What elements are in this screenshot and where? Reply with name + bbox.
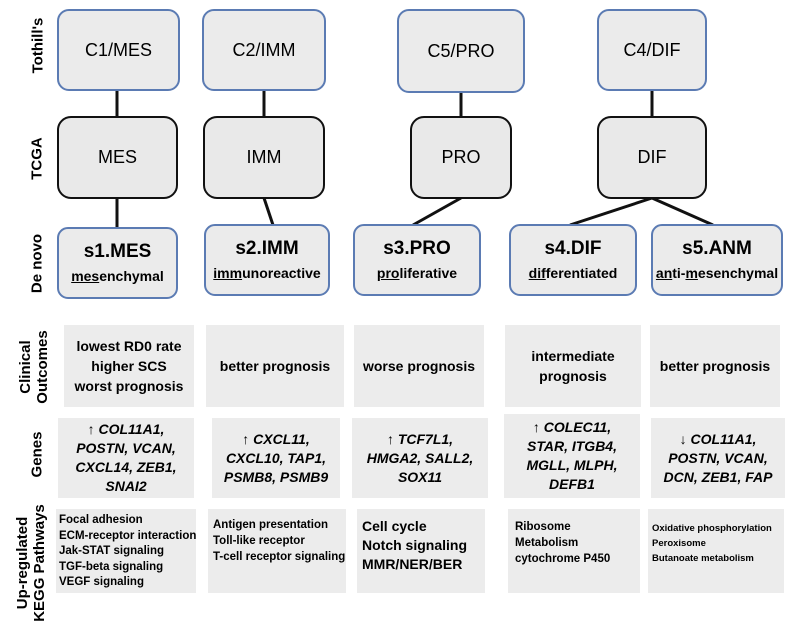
kegg-item: Antigen presentation — [213, 519, 329, 531]
kegg-item: MMR/NER/BER — [362, 556, 463, 572]
kegg-panel-s1: Focal adhesion ECM-receptor interaction … — [56, 509, 196, 593]
gene-line: ↑ COL11A1, — [87, 421, 165, 437]
kegg-item: T-cell receptor signaling — [213, 551, 346, 563]
gene-line: SOX11 — [397, 468, 443, 485]
kegg-item: Cell cycle — [362, 518, 427, 534]
outcome-panel-s5: better prognosis — [650, 325, 780, 407]
row-label-clinical: Clinical — [17, 340, 34, 394]
outcome-panel-s3: worse prognosis — [354, 325, 484, 407]
kegg-panel-s5: Oxidative phosphorylation Peroxisome But… — [648, 509, 784, 593]
kegg-item: Toll-like receptor — [213, 535, 305, 547]
gene-line: ↑ TCF7L1, — [386, 430, 454, 447]
connector-dif-s4 — [569, 196, 653, 227]
outcome-line: lowest RD0 rate — [76, 338, 182, 354]
kegg-item: ECM-receptor interaction — [59, 529, 197, 542]
connector-pro-s3 — [412, 196, 462, 227]
row-label-genes: Genes — [28, 431, 46, 478]
kegg-panel-s2: Antigen presentation Toll-like receptor … — [208, 509, 346, 593]
outcome-line: higher SCS — [91, 358, 167, 374]
outcome-panel-s2: better prognosis — [206, 325, 344, 407]
kegg-panel-s4: Ribosome Metabolism cytochrome P450 — [508, 509, 640, 593]
row-label-tcga: TCGA — [28, 137, 46, 180]
connector-imm-s2 — [262, 197, 275, 226]
kegg-item: Focal adhesion — [59, 514, 143, 526]
tothill-box-c1-mes: C1/MES — [57, 9, 180, 91]
genes-panel-s2: ↑ CXCL11, CXCL10, TAP1, PSMB8, PSMB9 — [212, 418, 340, 498]
kegg-item: Butanoate metabolism — [652, 553, 754, 564]
outcome-line: better prognosis — [659, 358, 771, 374]
denovo-code: s5.ANM — [682, 238, 752, 259]
row-label-kegg: Up-regulated KEGG Pathways — [14, 503, 50, 623]
gene-line: ↑ CXCL11, — [242, 430, 310, 447]
denovo-box-s5-anm: s5.ANM anti-mesenchymal — [651, 224, 783, 296]
genes-panel-s1: ↑ COL11A1, POSTN, VCAN, CXCL14, ZEB1, SN… — [58, 418, 194, 498]
outcome-line: prognosis — [539, 368, 607, 384]
gene-line: SNAI2 — [105, 478, 147, 494]
denovo-code: s2.IMM — [235, 238, 299, 259]
kegg-item: TGF-beta signaling — [59, 560, 164, 573]
outcome-line: worse prognosis — [362, 358, 476, 374]
gene-line: ↓ COL11A1, — [679, 430, 757, 447]
genes-panel-s3: ↑ TCF7L1, HMGA2, SALL2, SOX11 — [352, 418, 488, 498]
genes-panel-s5: ↓ COL11A1, POSTN, VCAN, DCN, ZEB1, FAP — [651, 418, 785, 498]
outcome-line: worst prognosis — [74, 378, 184, 394]
row-label-outcomes: Outcomes — [34, 330, 51, 404]
gene-line: CXCL10, TAP1, — [225, 449, 327, 466]
kegg-item: VEGF signaling — [59, 576, 144, 588]
outcome-line: intermediate — [531, 348, 615, 364]
tcga-box-imm: IMM — [203, 116, 325, 199]
tothill-box-c2-imm: C2/IMM — [202, 9, 326, 91]
gene-line: HMGA2, SALL2, — [366, 449, 474, 466]
tcga-box-dif: DIF — [597, 116, 707, 199]
gene-line: ↑ COLEC11, — [532, 419, 612, 435]
gene-line: POSTN, VCAN, — [76, 440, 176, 456]
denovo-box-s1-mes: s1.MES mesenchymal — [57, 227, 178, 299]
outcome-line: better prognosis — [219, 358, 331, 374]
gene-line: MGLL, MLPH, — [526, 457, 618, 473]
kegg-item: Metabolism — [515, 537, 579, 549]
kegg-item: Peroxisome — [652, 538, 706, 549]
gene-line: POSTN, VCAN, — [668, 449, 768, 466]
row-label-denovo: De novo — [28, 233, 46, 294]
kegg-item: Notch signaling — [362, 537, 467, 553]
genes-panel-s4: ↑ COLEC11, STAR, ITGB4, MGLL, MLPH, DEFB… — [504, 414, 640, 498]
tothill-box-c4-dif: C4/DIF — [597, 9, 707, 91]
tcga-box-mes: MES — [57, 116, 178, 199]
denovo-box-s4-dif: s4.DIF differentiated — [509, 224, 637, 296]
gene-line: CXCL14, ZEB1, — [75, 459, 177, 475]
kegg-item: cytochrome P450 — [515, 553, 611, 565]
outcome-panel-s4: intermediate prognosis — [505, 325, 641, 407]
kegg-item: Ribosome — [515, 521, 571, 533]
row-label-kegg-pathways: KEGG Pathways — [31, 504, 48, 622]
kegg-panel-s3: Cell cycle Notch signaling MMR/NER/BER — [357, 509, 485, 593]
denovo-box-s2-imm: s2.IMM immunoreactive — [204, 224, 330, 296]
denovo-box-s3-pro: s3.PRO proliferative — [353, 224, 481, 296]
denovo-name: proliferative — [376, 265, 458, 281]
row-label-tothill: Tothill's — [29, 17, 47, 74]
gene-line: DEFB1 — [549, 476, 595, 492]
row-label-upregulated: Up-regulated — [14, 516, 31, 610]
row-label-clinical-outcomes: Clinical Outcomes — [17, 322, 53, 412]
gene-line: STAR, ITGB4, — [527, 438, 617, 454]
denovo-name: immunoreactive — [213, 265, 321, 281]
denovo-name: mesenchymal — [71, 268, 164, 284]
kegg-item: Jak-STAT signaling — [59, 545, 165, 557]
denovo-code: s1.MES — [83, 241, 152, 262]
denovo-code: s4.DIF — [544, 238, 602, 259]
gene-line: PSMB8, PSMB9 — [223, 468, 329, 485]
tothill-box-c5-pro: C5/PRO — [397, 9, 525, 93]
denovo-code: s3.PRO — [383, 238, 451, 259]
denovo-name: differentiated — [528, 265, 618, 281]
denovo-name: anti-mesenchymal — [655, 265, 779, 281]
connector-dif-s5 — [651, 196, 714, 227]
gene-line: DCN, ZEB1, FAP — [663, 468, 773, 485]
tcga-box-pro: PRO — [410, 116, 512, 199]
outcome-panel-s1: lowest RD0 rate higher SCS worst prognos… — [64, 325, 194, 407]
kegg-item: Oxidative phosphorylation — [652, 523, 772, 534]
